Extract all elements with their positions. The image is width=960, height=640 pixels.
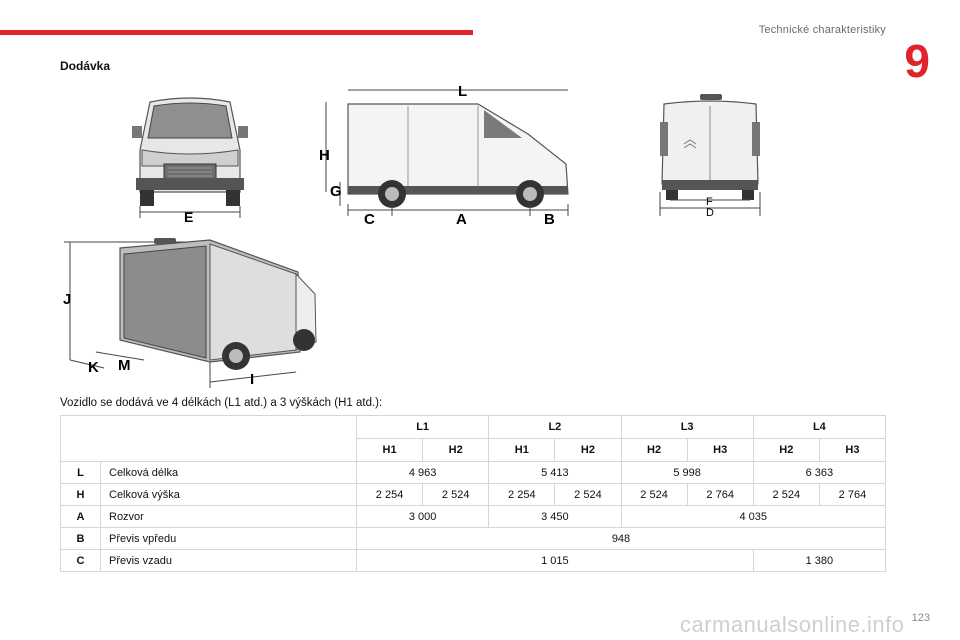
chapter-number: 9 [904, 35, 930, 87]
table-cell: 5 998 [620, 461, 754, 484]
row-label: Rozvor [100, 505, 357, 528]
van-rear-view-figure: F D [654, 92, 766, 220]
table-cell: 4 035 [620, 505, 886, 528]
table-cell: 948 [356, 527, 886, 550]
table-row-total-height: H Celková výška 2 254 2 524 2 254 2 524 … [60, 483, 887, 506]
row-code: H [60, 483, 101, 506]
table-cell: 2 524 [422, 483, 490, 506]
dim-label-b: B [544, 211, 555, 228]
table-cell: 2 524 [752, 483, 820, 506]
table-header-lengths: L1 L2 L3 L4 [60, 415, 887, 462]
dim-label-f: F [706, 196, 713, 208]
length-header: L4 [752, 415, 887, 439]
table-row-total-length: L Celková délka 4 963 5 413 5 998 6 363 [60, 461, 887, 484]
table-cell: 6 363 [752, 461, 887, 484]
height-header: H1 [488, 438, 556, 462]
dim-label-g: G [330, 183, 342, 200]
table-cell: 2 524 [554, 483, 622, 506]
chapter-title: Technické charakteristiky [758, 24, 886, 36]
dim-label-k: K [88, 359, 99, 376]
dim-label-i: I [250, 371, 254, 388]
row-code: C [60, 549, 101, 572]
length-header: L3 [620, 415, 754, 439]
length-header: L2 [488, 415, 622, 439]
watermark: carmanualsonline.info [680, 612, 905, 637]
dim-label-m: M [118, 357, 131, 374]
section-title: Dodávka [60, 59, 111, 73]
page-number: 123 [911, 612, 930, 624]
height-header: H1 [355, 438, 424, 462]
height-header: H2 [620, 438, 688, 462]
height-header: H2 [554, 438, 622, 462]
van-front-view-figure: E [128, 92, 252, 224]
header-red-rule [0, 30, 473, 35]
van-side-illustration [347, 103, 569, 208]
dimensions-table: L1 L2 L3 L4 H1 H2 H1 H2 H2 H3 H2 H3 L Ce… [60, 415, 887, 572]
dim-label-j: J [63, 291, 71, 308]
van-side-view-figure: L H G C A B [318, 82, 580, 230]
table-cell: 3 000 [355, 505, 490, 528]
height-header: H3 [686, 438, 754, 462]
van-front-illustration [132, 97, 248, 206]
table-cell: 2 254 [355, 483, 424, 506]
van-cargo-view-figure: J K M I [60, 232, 322, 390]
table-row-front-overhang: B Převis vpředu 948 [60, 527, 886, 550]
dim-label-c: C [364, 211, 375, 228]
table-cell: 2 254 [488, 483, 556, 506]
table-cell: 2 764 [686, 483, 754, 506]
height-header: H2 [422, 438, 490, 462]
row-label: Celková délka [100, 461, 357, 484]
table-cell: 4 963 [355, 461, 490, 484]
dim-label-h: H [319, 147, 330, 164]
height-header: H3 [818, 438, 887, 462]
table-cell: 1 015 [356, 549, 754, 572]
height-header: H2 [752, 438, 820, 462]
dim-label-d: D [706, 207, 714, 219]
table-cell: 2 524 [620, 483, 688, 506]
row-code: B [60, 527, 101, 550]
table-cell: 2 764 [818, 483, 887, 506]
row-code: L [60, 461, 101, 484]
row-code: A [60, 505, 101, 528]
dim-label-e: E [184, 209, 193, 224]
table-row-wheelbase: A Rozvor 3 000 3 450 4 035 [60, 505, 886, 528]
length-header: L1 [355, 415, 490, 439]
dim-label-a: A [456, 211, 467, 228]
dim-label-l: L [458, 83, 467, 100]
table-row-rear-overhang: C Převis vzadu 1 015 1 380 [60, 549, 887, 572]
intro-text: Vozidlo se dodává ve 4 délkách (L1 atd.)… [60, 397, 383, 409]
row-label: Převis vzadu [100, 549, 357, 572]
row-label: Celková výška [100, 483, 357, 506]
table-cell: 1 380 [752, 549, 887, 572]
row-label: Převis vpředu [100, 527, 357, 550]
table-cell: 3 450 [488, 505, 622, 528]
van-rear-illustration [660, 94, 760, 200]
table-corner-cell [60, 415, 357, 462]
van-cargo-illustration [119, 238, 317, 370]
table-cell: 5 413 [488, 461, 622, 484]
